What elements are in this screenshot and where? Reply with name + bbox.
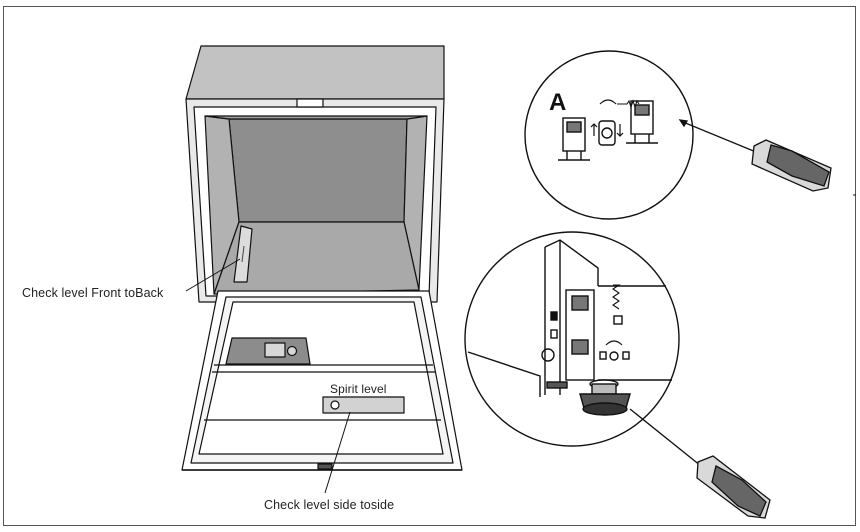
- door-inner-panel: [198, 301, 444, 455]
- screwdriver-lower: [629, 408, 771, 519]
- cabinet-top: [185, 45, 445, 100]
- spirit-level-door: [322, 396, 405, 414]
- leader-front-to-back: [185, 258, 241, 292]
- label-detail-a: A: [549, 89, 567, 116]
- leader-side-to-side: [324, 411, 351, 494]
- label-check-front-to-back: Check level Front toBack: [22, 286, 164, 300]
- dishwasher: [181, 45, 463, 471]
- detail-b: [464, 231, 680, 447]
- diagram-border: [3, 6, 856, 526]
- tub-back-wall: [228, 118, 408, 223]
- door-latch: [296, 98, 324, 108]
- label-spirit-level: Spirit level: [330, 382, 387, 396]
- detail-a: [524, 50, 694, 220]
- label-check-side-to-side: Check level side toside: [264, 498, 395, 512]
- screwdriver-upper: [678, 119, 832, 192]
- tub-ceiling: [204, 115, 428, 120]
